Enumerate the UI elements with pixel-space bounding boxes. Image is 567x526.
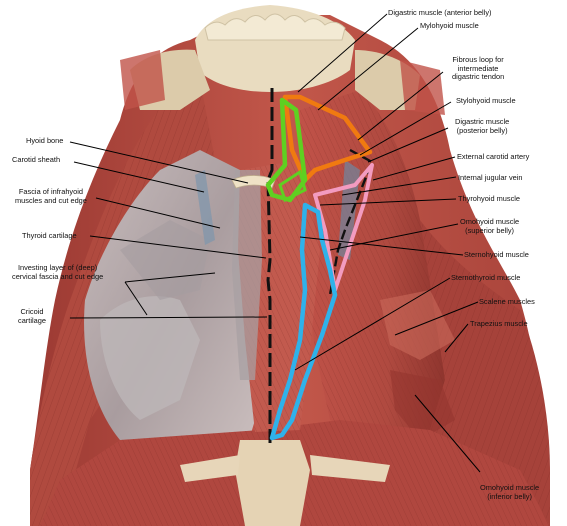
label-digastric-anterior: Digastric muscle (anterior belly) — [388, 8, 492, 17]
label-digastric-posterior: Digastric muscle (posterior belly) — [455, 117, 510, 135]
label-cricoid-cartilage: Cricoid cartilage — [18, 307, 46, 325]
sternum-manubrium — [235, 440, 310, 526]
label-investing-layer: Investing layer of (deep) cervical fasci… — [12, 263, 104, 281]
label-thyroid-cartilage: Thyroid cartilage — [22, 231, 77, 240]
orange-submandibular-triangle — [282, 94, 373, 183]
label-scalene: Scalene muscles — [479, 297, 535, 306]
green-submental-triangle — [265, 97, 308, 203]
label-fibrous-loop: Fibrous loop for intermediate digastric … — [452, 55, 505, 82]
hyoid-bone-shape — [231, 175, 276, 189]
blue-muscular-triangle — [269, 202, 338, 441]
label-external-carotid: External carotid artery — [457, 152, 530, 161]
label-omohyoid-superior: Omohyoid muscle (superior belly) — [460, 217, 520, 235]
label-internal-jugular: Internal jugular vein — [458, 173, 523, 182]
label-fascia-infrahyoid: Fascia of infrahyoid muscles and cut edg… — [15, 187, 87, 205]
label-thyrohyoid: Thyrohyoid muscle — [458, 194, 521, 203]
leader-lines — [69, 13, 481, 473]
label-omohyoid-inferior: Omohyoid muscle (inferior belly) — [480, 483, 540, 501]
midline-dashed — [266, 88, 274, 445]
teeth — [204, 13, 346, 41]
label-sternohyoid: Sternohyoid muscle — [464, 250, 529, 259]
label-stylohyoid: Stylohyoid muscle — [456, 96, 516, 105]
carotid-vessels — [195, 170, 215, 245]
label-carotid-sheath: Carotid sheath — [12, 155, 61, 164]
label-mylohyoid: Mylohyoid muscle — [420, 21, 479, 30]
label-sternothyroid: Sternothyroid muscle — [451, 273, 521, 282]
label-trapezius: Trapezius muscle — [470, 319, 528, 328]
label-hyoid-bone: Hyoid bone — [26, 136, 64, 145]
